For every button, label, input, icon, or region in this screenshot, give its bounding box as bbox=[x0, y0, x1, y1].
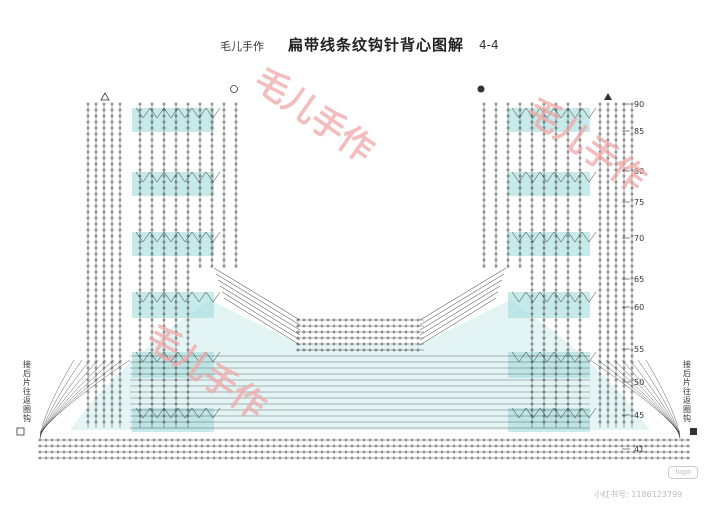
teal-stripe bbox=[132, 232, 214, 256]
teal-stripe bbox=[132, 292, 214, 318]
triangle-filled-marker bbox=[604, 93, 612, 100]
row-marker-layer bbox=[16, 85, 697, 436]
page-title: 扁带线条纹钩针背心图解 bbox=[288, 36, 465, 54]
brand-label: 毛儿手作 bbox=[220, 40, 264, 53]
footer-logo-badge: logo bbox=[668, 466, 698, 479]
square-filled-marker bbox=[690, 428, 697, 435]
page-number: 4-4 bbox=[479, 38, 499, 52]
row-number: 85 bbox=[634, 127, 644, 136]
square-open-marker bbox=[16, 427, 25, 436]
teal-stripe bbox=[508, 292, 590, 318]
circle-filled-marker bbox=[477, 85, 485, 93]
teal-stripe bbox=[70, 300, 650, 430]
teal-stripe bbox=[508, 352, 590, 378]
stitch-symbol-layer bbox=[38, 102, 690, 460]
row-number: 60 bbox=[634, 303, 644, 312]
left-side-note: 接后片往返圈钩 bbox=[23, 360, 31, 423]
row-number: 55 bbox=[634, 345, 644, 354]
row-number: 41 bbox=[634, 445, 644, 454]
teal-stripe bbox=[132, 352, 214, 378]
row-number-layer: 90 85 80 75 70 65 60 55 50 45 41 bbox=[622, 100, 644, 454]
teal-stripe-layer bbox=[70, 108, 650, 432]
row-number: 90 bbox=[634, 100, 644, 109]
row-number: 80 bbox=[634, 167, 644, 176]
teal-stripe bbox=[132, 108, 214, 132]
row-number: 70 bbox=[634, 234, 644, 243]
triangle-open-marker bbox=[100, 92, 110, 101]
teal-stripe bbox=[132, 172, 214, 196]
circle-open-marker bbox=[230, 85, 238, 93]
row-number: 65 bbox=[634, 275, 644, 284]
row-number: 45 bbox=[634, 411, 644, 420]
row-number: 75 bbox=[634, 198, 644, 207]
footer-user-id: 小红书号: 1186123799 bbox=[594, 490, 683, 499]
row-number: 50 bbox=[634, 378, 644, 387]
right-side-note: 接后片往返圈钩 bbox=[683, 360, 691, 423]
